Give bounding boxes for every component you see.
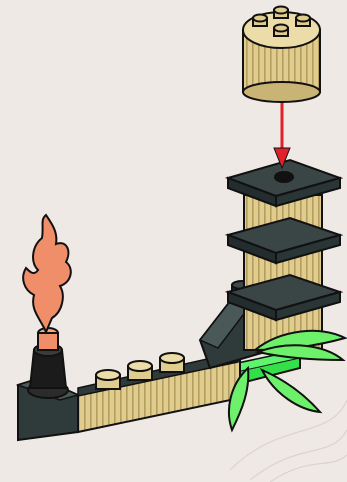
tall-pillar	[228, 160, 340, 350]
round-tan-brick-icon	[243, 7, 320, 103]
stud-3	[160, 353, 184, 372]
stud-1	[96, 370, 120, 389]
stud-2	[128, 361, 152, 380]
background-texture	[230, 400, 347, 482]
red-arrow-icon	[274, 92, 290, 168]
black-cone-holder	[28, 328, 68, 398]
flame-icon	[23, 215, 71, 332]
